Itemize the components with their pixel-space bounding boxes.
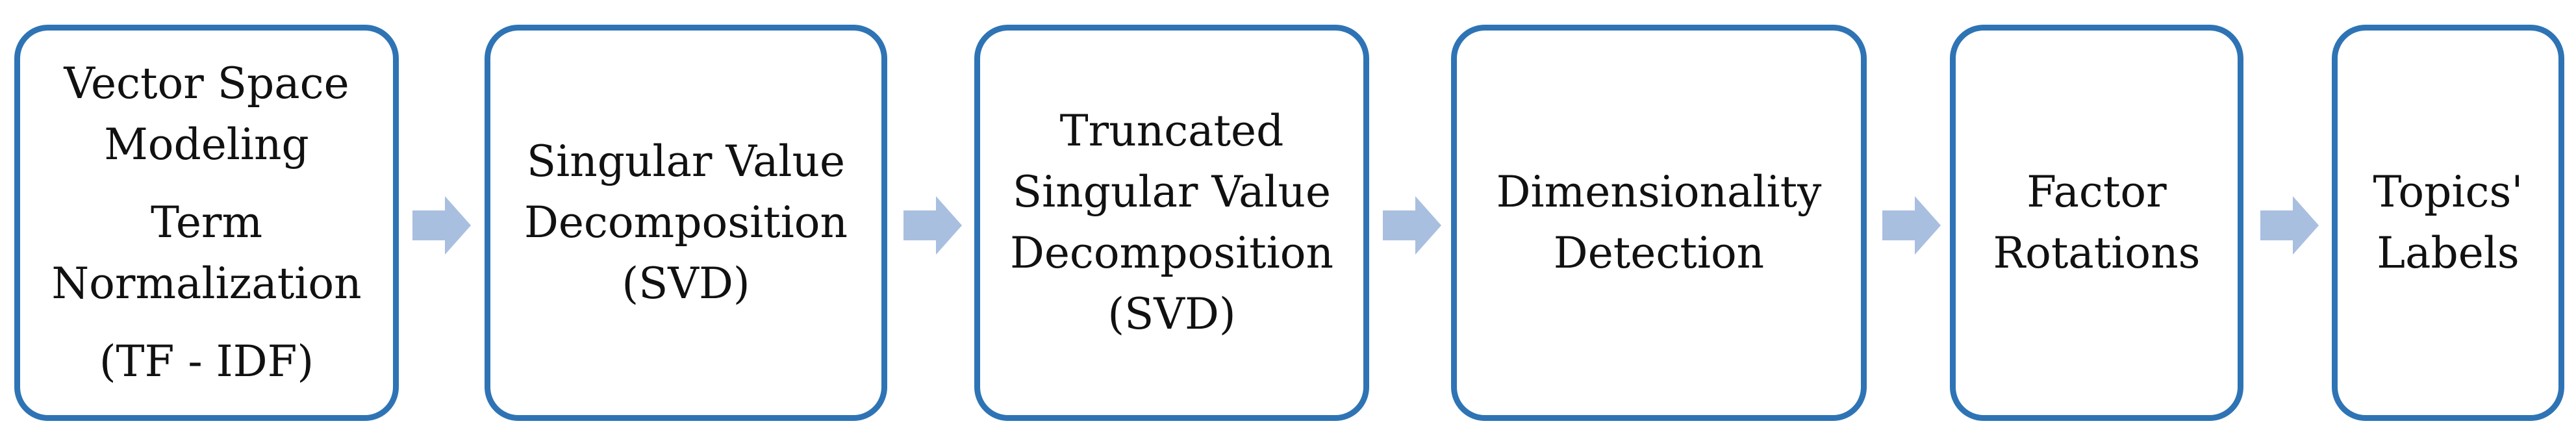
arrow-right-icon bbox=[903, 196, 962, 255]
step-label-line: Term bbox=[150, 197, 263, 247]
step-text: Dimensionality Detection bbox=[1496, 162, 1822, 284]
step-text: Truncated Singular Value Decomposition (… bbox=[1010, 101, 1333, 345]
step-label-line: Decomposition bbox=[1009, 228, 1334, 278]
step-text: Topics' Labels bbox=[2373, 162, 2523, 284]
step-label-line: (SVD) bbox=[622, 259, 750, 309]
step-label-line: Normalization bbox=[51, 259, 362, 309]
step-label-line: (TF - IDF) bbox=[99, 336, 314, 386]
step-text: Factor Rotations bbox=[1993, 162, 2200, 284]
step-label-line: Factor bbox=[2027, 167, 2167, 217]
step-label-line: Modeling bbox=[104, 120, 309, 170]
step-label-line: Vector Space bbox=[64, 58, 349, 108]
step-box-topics-labels: Topics' Labels bbox=[2332, 25, 2564, 421]
step-label-line: Labels bbox=[2377, 228, 2519, 278]
arrow-right-icon bbox=[1882, 196, 1941, 255]
step-box-vector-space-modeling: Vector Space Modeling Term Normalization… bbox=[14, 25, 399, 421]
arrow-right-icon bbox=[2260, 196, 2319, 255]
step-label-line: Topics' bbox=[2373, 167, 2523, 217]
arrow-right-icon bbox=[412, 196, 471, 255]
step-box-factor-rotations: Factor Rotations bbox=[1950, 25, 2243, 421]
step-label-line: (SVD) bbox=[1107, 289, 1236, 339]
step-text: Vector Space Modeling Term Normalization… bbox=[51, 53, 361, 392]
step-text: Singular Value Decomposition (SVD) bbox=[524, 131, 848, 314]
step-label-line: Dimensionality bbox=[1496, 167, 1822, 217]
step-label-line: Singular Value bbox=[526, 136, 846, 186]
step-label-line: Detection bbox=[1553, 228, 1765, 278]
step-label-line: Truncated bbox=[1059, 106, 1284, 156]
step-box-truncated-svd: Truncated Singular Value Decomposition (… bbox=[974, 25, 1369, 421]
arrow-right-icon bbox=[1383, 196, 1441, 255]
step-label-line: Decomposition bbox=[524, 197, 848, 247]
step-box-dimensionality-detection: Dimensionality Detection bbox=[1451, 25, 1867, 421]
step-label-line: Singular Value bbox=[1012, 167, 1332, 217]
step-label-line: Rotations bbox=[1993, 228, 2201, 278]
step-box-singular-value-decomposition: Singular Value Decomposition (SVD) bbox=[485, 25, 887, 421]
